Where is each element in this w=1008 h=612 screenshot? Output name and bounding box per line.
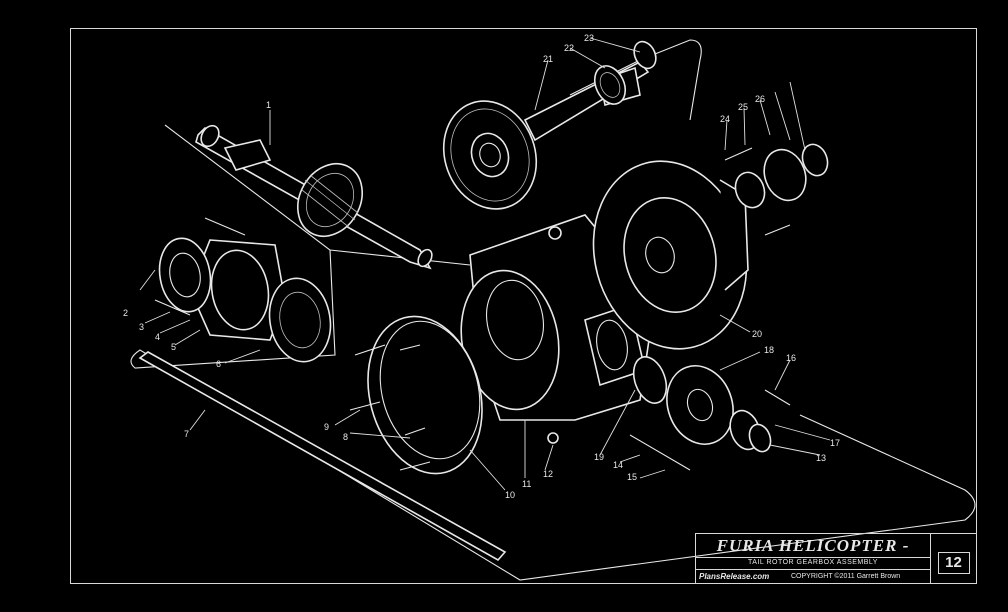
title-block: FURIA HELICOPTER - TAIL ROTOR GEARBOX AS… [695,533,977,584]
callout-25: 25 [738,102,748,112]
callout-14: 14 [613,460,623,470]
callout-26: 26 [755,94,765,104]
callout-12: 12 [543,469,553,479]
page-number: 12 [937,552,970,574]
callout-6: 6 [216,359,221,369]
callout-16: 16 [786,353,796,363]
callout-leaders [139,37,831,491]
callout-24: 24 [720,114,730,124]
tail-shaft [138,351,507,562]
callout-18: 18 [764,345,774,355]
callout-20: 20 [752,329,762,339]
output-shaft [523,40,657,142]
cover-gasket [367,315,483,475]
callout-22: 22 [564,43,574,53]
callout-10: 10 [505,490,515,500]
callout-23: 23 [584,33,594,43]
callout-8: 8 [343,432,348,442]
callout-17: 17 [830,438,840,448]
bolts [154,147,791,471]
callout-1: 1 [266,100,271,110]
callout-15: 15 [627,472,637,482]
callout-7: 7 [184,429,189,439]
left-bearing-housing [158,237,332,363]
pinion-gear [297,163,363,237]
callout-9: 9 [324,422,329,432]
callout-2: 2 [123,308,128,318]
title-block-main: FURIA HELICOPTER - TAIL ROTOR GEARBOX AS… [696,534,931,583]
callout-3: 3 [139,322,144,332]
right-bearing-stack [632,143,829,453]
copyright-label: COPYRIGHT ©2011 Garrett Brown [791,573,901,580]
callout-11: 11 [522,479,531,489]
title-block-footer: PlansRelease.com COPYRIGHT ©2011 Garrett… [696,570,930,583]
assembly-platform-outline [130,39,976,581]
callout-13: 13 [816,453,826,463]
page-number-cell: 12 [931,534,976,583]
callout-4: 4 [155,332,160,342]
callout-19: 19 [594,452,604,462]
drawing-border [70,28,977,584]
drawing-subtitle: TAIL ROTOR GEARBOX ASSEMBLY [696,557,930,570]
website-label: PlansRelease.com [699,572,770,581]
callout-21: 21 [543,54,553,64]
drawing-title: FURIA HELICOPTER - [696,535,930,558]
callout-5: 5 [171,342,176,352]
callout-labels: 1 2 3 4 5 6 7 8 9 10 11 12 13 14 15 16 1… [123,33,840,500]
housing-cover-flange [592,160,749,350]
bevel-ring-gear [442,100,538,210]
